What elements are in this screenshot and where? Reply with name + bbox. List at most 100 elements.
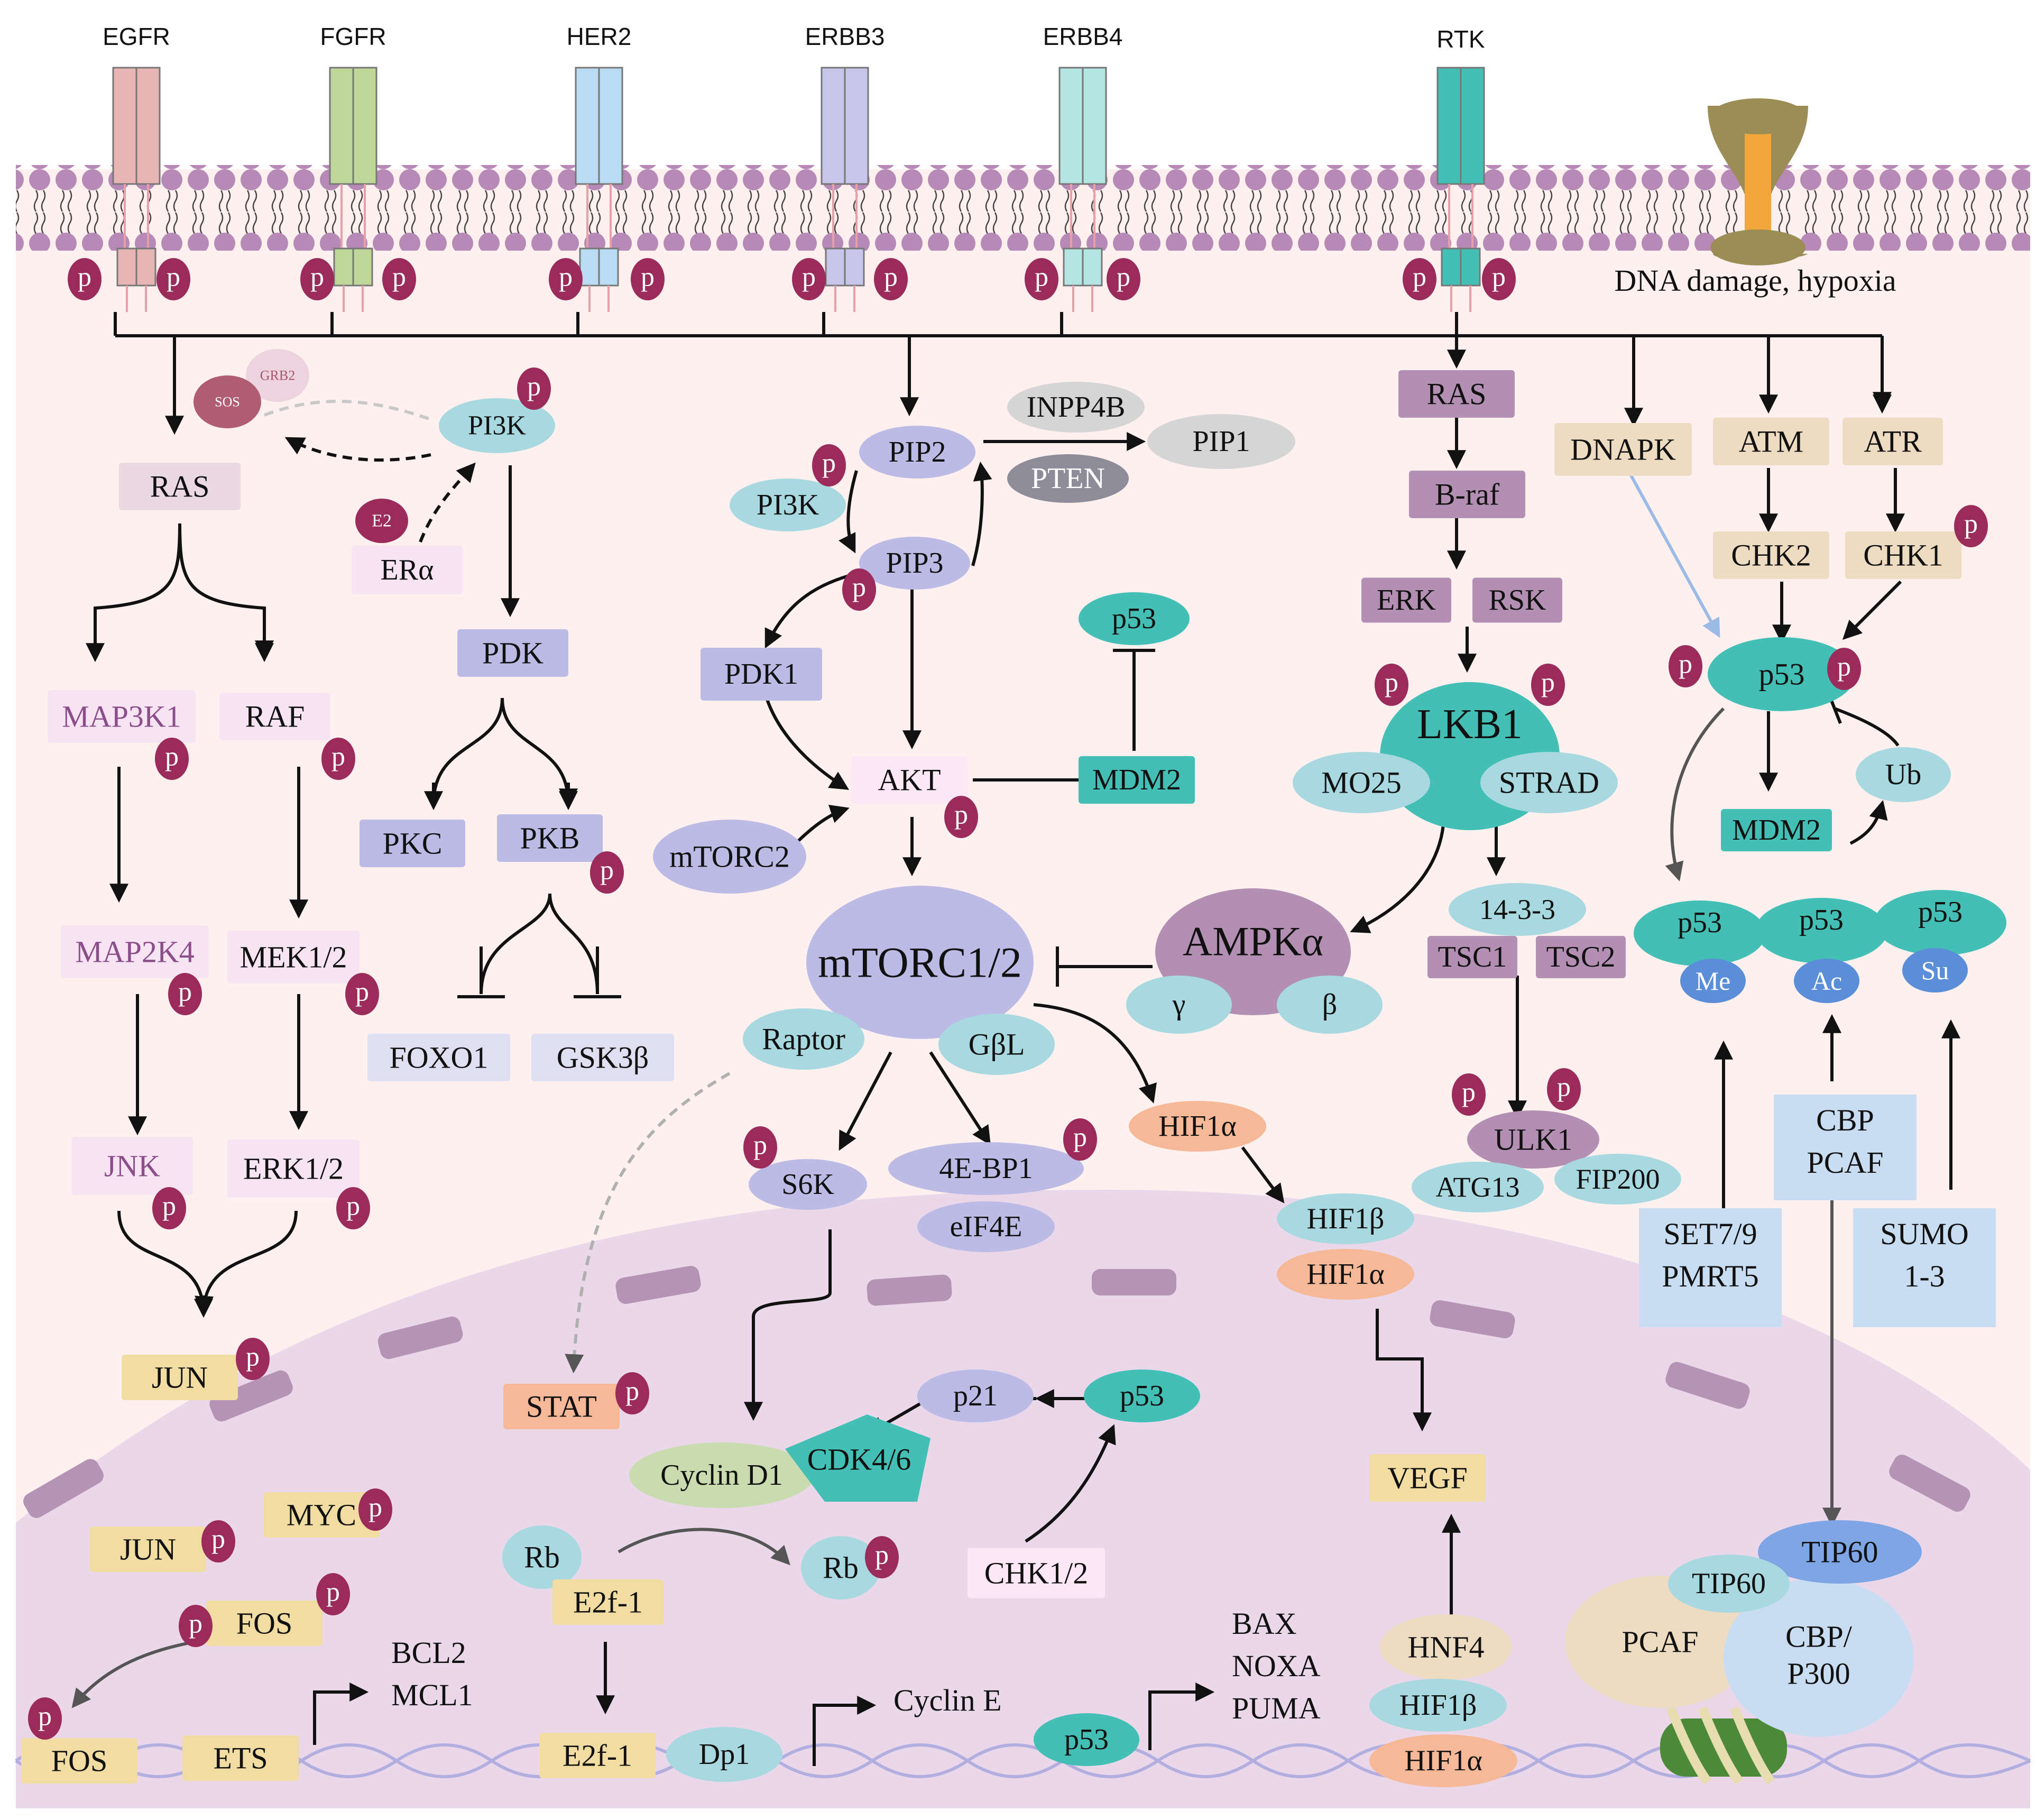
phospho-badge-34: p bbox=[1531, 664, 1565, 706]
pkb-node-label: PKB bbox=[520, 821, 580, 856]
phospho-badge-37: p bbox=[1827, 648, 1861, 690]
atr-node: ATR bbox=[1842, 418, 1943, 465]
su-node: Su bbox=[1902, 948, 1968, 992]
vegf-node: VEGF bbox=[1369, 1454, 1486, 1502]
atm-node-label: ATM bbox=[1739, 425, 1803, 459]
mo25-node-label: MO25 bbox=[1321, 766, 1401, 800]
phospho-badge-label: p bbox=[167, 262, 180, 292]
receptor-3 bbox=[821, 67, 869, 312]
phospho-badge-label: p bbox=[189, 1609, 202, 1639]
dna-damage-label: DNA damage, hypoxia bbox=[1614, 263, 1896, 298]
ac-node: Ac bbox=[1794, 959, 1859, 1003]
p53-su-node: p53 bbox=[1874, 890, 2006, 955]
phospho-badge-18: p bbox=[336, 1187, 370, 1229]
edge-mdm2-to-ub bbox=[1849, 800, 1888, 845]
center-mdm2-node-label: MDM2 bbox=[1092, 764, 1181, 796]
eif4e-node-label: eIF4E bbox=[950, 1210, 1022, 1243]
edge-tss-ets bbox=[313, 1683, 369, 1745]
phospho-badge-label: p bbox=[852, 573, 866, 603]
edge-pip2-to-pip3 bbox=[839, 470, 858, 554]
center-hif1a2-node: HIF1α bbox=[1277, 1249, 1414, 1300]
map3k1-node-label: MAP3K1 bbox=[62, 700, 181, 734]
phospho-badge-1: p bbox=[156, 258, 190, 300]
e2-node: E2 bbox=[355, 499, 408, 543]
dp1-node: Dp1 bbox=[666, 1727, 782, 1782]
ampk-node-label: AMPKα bbox=[1183, 918, 1323, 964]
phospho-badge-16: p bbox=[345, 973, 379, 1015]
mtorc12-node-label: mTORC1/2 bbox=[818, 939, 1022, 987]
chk2-node-label: CHK2 bbox=[1731, 538, 1811, 573]
atg13-node-label: ATG13 bbox=[1436, 1171, 1520, 1203]
cbp-p300-line2: P300 bbox=[1787, 1657, 1850, 1691]
chk12-node-label: CHK1/2 bbox=[984, 1556, 1089, 1591]
right-p53-node-label: p53 bbox=[1759, 657, 1805, 692]
right-ras-node: RAS bbox=[1398, 370, 1515, 418]
left-jun-node: JUN bbox=[122, 1355, 238, 1400]
egfr-label: EGFR bbox=[103, 23, 170, 50]
e2f1-2-node: E2f-1 bbox=[539, 1733, 656, 1778]
mcl1-label: MCL1 bbox=[391, 1678, 473, 1712]
su-node-label: Su bbox=[1921, 955, 1949, 985]
mtorc2-node-label: mTORC2 bbox=[669, 840, 790, 874]
center-hif1b-node-label: HIF1β bbox=[1307, 1202, 1385, 1235]
phospho-badge-10: p bbox=[1403, 258, 1436, 300]
phospho-badge-label: p bbox=[1073, 1123, 1087, 1153]
left-jun-node-label: JUN bbox=[152, 1361, 208, 1395]
raf-node: RAF bbox=[219, 693, 330, 740]
phospho-badge-31: p bbox=[179, 1605, 213, 1647]
phospho-badge-label: p bbox=[1035, 262, 1048, 292]
edge-damage-split bbox=[1613, 334, 1882, 418]
phospho-badge-label: p bbox=[178, 977, 192, 1007]
tip60b-node-label: TIP60 bbox=[1692, 1567, 1766, 1600]
cdk46-node: CDK4/6 bbox=[785, 1414, 931, 1502]
phospho-badge-13: p bbox=[155, 738, 189, 780]
nuclear-envelope-pores bbox=[23, 1266, 1970, 1518]
phospho-badge-29: p bbox=[201, 1520, 235, 1562]
p1433-node-label: 14-3-3 bbox=[1479, 894, 1555, 925]
cyclin-d1-node-label: Cyclin D1 bbox=[660, 1459, 783, 1492]
pdk1-node-label: PDK1 bbox=[724, 658, 798, 691]
edge-pdk1-to-akt bbox=[765, 697, 850, 790]
center-p53-node-label: p53 bbox=[1112, 602, 1156, 635]
nucleus-hif1b-node-label: HIF1β bbox=[1399, 1689, 1477, 1722]
nucleus-p53a-node-label: p53 bbox=[1120, 1380, 1164, 1412]
right-mdm2-node-label: MDM2 bbox=[1732, 814, 1821, 847]
tip60a-node: TIP60 bbox=[1758, 1520, 1922, 1584]
nucleus-jun-node: JUN bbox=[90, 1527, 206, 1572]
me-node: Me bbox=[1680, 959, 1746, 1003]
phospho-badge-label: p bbox=[1964, 509, 1978, 539]
tip60a-node-label: TIP60 bbox=[1802, 1535, 1878, 1569]
sos-node: SOS bbox=[194, 375, 261, 428]
phospho-badge-0: p bbox=[68, 258, 102, 300]
center-pi3k-node-label: PI3K bbox=[757, 489, 819, 521]
phospho-badge-label: p bbox=[625, 1376, 639, 1407]
edge-lkb1-to-ampk bbox=[1350, 824, 1445, 933]
edge-tss-e2f bbox=[813, 1696, 877, 1766]
phospho-badge-20: p bbox=[590, 851, 624, 894]
right-p53-node: p53 bbox=[1708, 637, 1856, 711]
phospho-badge-label: p bbox=[78, 262, 91, 292]
fos2-node-label: FOS bbox=[51, 1744, 107, 1778]
edge-mtorc2-to-akt bbox=[791, 805, 850, 848]
phospho-badge-7: p bbox=[874, 258, 908, 300]
lkb1-node-label: LKB1 bbox=[1417, 701, 1523, 748]
phospho-badge-label: p bbox=[1385, 668, 1398, 698]
gamma-node-label: γ bbox=[1172, 988, 1186, 1021]
gbl-node-label: GβL bbox=[969, 1027, 1025, 1062]
phospho-badge-17: p bbox=[152, 1187, 186, 1229]
right-mdm2-node: MDM2 bbox=[1721, 809, 1832, 851]
myc-node: MYC bbox=[263, 1492, 380, 1538]
p1433-node: 14-3-3 bbox=[1449, 883, 1586, 936]
edge-mtorc-to-4ebp1 bbox=[929, 1051, 991, 1146]
pdk-node-label: PDK bbox=[482, 636, 543, 670]
ulk1-node: ULK1 bbox=[1467, 1110, 1599, 1169]
pip2-node-label: PIP2 bbox=[889, 436, 946, 468]
phospho-badge-8: p bbox=[1025, 258, 1058, 300]
phospho-badge-label: p bbox=[875, 1540, 889, 1570]
nucleus-p53a-node: p53 bbox=[1084, 1369, 1200, 1422]
left-pi3k-node: PI3K bbox=[439, 398, 555, 453]
edge-pi3k-to-sos bbox=[284, 437, 431, 462]
nucleus-hif1a-node: HIF1α bbox=[1369, 1734, 1517, 1787]
